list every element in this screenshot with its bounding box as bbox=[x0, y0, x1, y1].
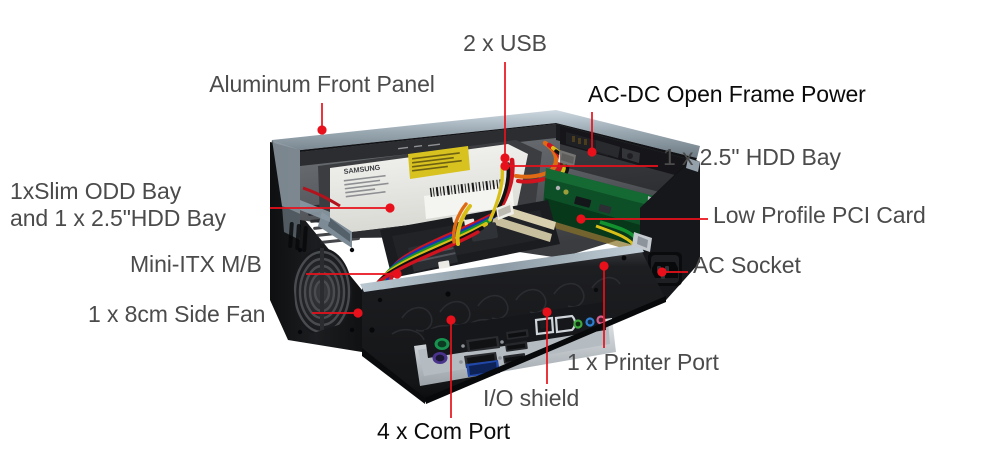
io-shield bbox=[414, 302, 616, 386]
callout-label-low-profile-pci-card: Low Profile PCI Card bbox=[713, 202, 926, 228]
leader-io-shield bbox=[542, 307, 552, 384]
chassis-right-top-sliver bbox=[686, 158, 700, 172]
leader-hdd-bay-25 bbox=[500, 161, 658, 171]
leader-aluminum-front-panel bbox=[317, 103, 327, 135]
callout-label-aluminum-front-panel: Aluminum Front Panel bbox=[209, 71, 435, 97]
odd-barcode-label bbox=[424, 184, 514, 219]
chassis-top-rear-rim bbox=[272, 110, 700, 158]
callout-label-mini-itx-mb: Mini-ITX M/B bbox=[130, 251, 262, 277]
front-face-screw bbox=[445, 291, 451, 297]
callout-label-ac-dc-open-frame-power: AC-DC Open Frame Power bbox=[588, 81, 866, 107]
callout-label-side-fan-8cm: 1 x 8cm Side Fan bbox=[88, 301, 266, 327]
odd-barcode bbox=[429, 179, 503, 197]
callout-label-slim-odd-bay-and-hdd-bay: 1xSlim ODD Bay and 1 x 2.5"HDD Bay bbox=[10, 178, 226, 232]
chassis-left-front-lip bbox=[272, 140, 300, 214]
callout-label-ac-socket: AC Socket bbox=[693, 252, 801, 278]
leader-endpoint-dot bbox=[385, 203, 395, 213]
leader-endpoint-dot bbox=[542, 307, 552, 317]
leader-two-usb bbox=[500, 62, 510, 163]
leader-endpoint-dot bbox=[657, 267, 667, 277]
odd-fine-print bbox=[343, 174, 389, 198]
leader-ac-socket bbox=[657, 267, 688, 277]
odd-brand-text: SAMSUNG bbox=[343, 163, 381, 176]
leader-endpoint-dot bbox=[392, 269, 402, 279]
front-face-screw bbox=[369, 327, 375, 333]
chassis-front-bottom-lip bbox=[425, 296, 666, 404]
leader-mini-itx-mb bbox=[306, 269, 402, 279]
pci-retention-clip bbox=[632, 232, 652, 252]
leader-endpoint-dot bbox=[576, 214, 586, 224]
leader-side-fan-8cm bbox=[312, 308, 363, 318]
ram-slot bbox=[492, 216, 552, 242]
leader-ac-dc-open-frame-power bbox=[587, 112, 597, 157]
fan-panel-screw bbox=[349, 247, 355, 253]
chassis-rear-right-inner bbox=[560, 126, 692, 200]
chassis-front-top-rail bbox=[360, 244, 644, 292]
leader-endpoint-dot bbox=[317, 125, 327, 135]
callout-label-hdd-bay-25: 1 x 2.5" HDD Bay bbox=[663, 144, 841, 170]
left-side-vent-slots bbox=[288, 222, 308, 252]
leader-endpoint-dot bbox=[446, 315, 456, 325]
leader-endpoint-dot bbox=[500, 161, 510, 171]
leader-endpoint-dot bbox=[587, 147, 597, 157]
leader-endpoint-dot bbox=[599, 261, 609, 271]
leader-slim-odd-bay-and-hdd-bay bbox=[270, 203, 395, 213]
leader-endpoint-dot bbox=[353, 308, 363, 318]
leader-printer-port bbox=[599, 261, 609, 348]
front-face-screw bbox=[593, 287, 599, 293]
odd-bracket-rail bbox=[300, 200, 330, 222]
fan-panel-screw bbox=[297, 247, 303, 253]
leader-low-profile-pci-card bbox=[576, 214, 708, 224]
chassis-bottom-left-foot bbox=[362, 348, 425, 404]
callout-label-two-usb: 2 x USB bbox=[463, 30, 547, 56]
fan-panel-screw bbox=[349, 327, 355, 333]
fan-panel-screw bbox=[297, 329, 303, 335]
front-face-screw bbox=[621, 255, 627, 261]
leader-four-com-port bbox=[446, 315, 456, 418]
callout-label-printer-port: 1 x Printer Port bbox=[567, 349, 719, 375]
front-face-screw bbox=[377, 297, 383, 303]
callout-label-io-shield: I/O shield bbox=[483, 385, 580, 411]
leader-endpoint-dot bbox=[500, 153, 510, 163]
callout-label-four-com-port: 4 x Com Port bbox=[377, 418, 511, 444]
